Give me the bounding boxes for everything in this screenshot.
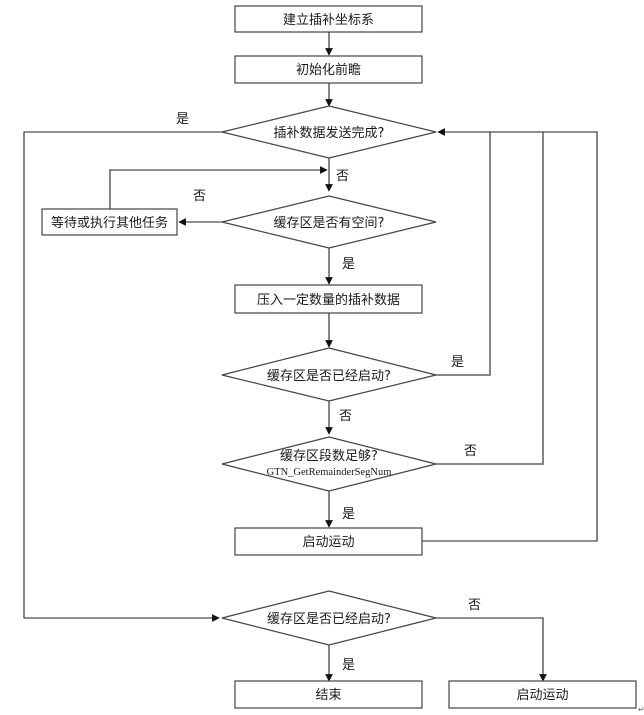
node-label: 启动运动	[302, 535, 354, 550]
label-space-no: 否	[193, 189, 206, 204]
decision-buffer-has-space: 缓存区是否有空间?	[221, 195, 437, 249]
label-segments-yes: 是	[342, 507, 355, 522]
label-space-yes: 是	[342, 257, 355, 272]
decision-buffer-started-2: 缓存区是否已经启动?	[221, 590, 437, 646]
edge-wait-loop	[109, 166, 328, 209]
decision-label: 缓存区是否已经启动?	[267, 612, 391, 627]
edge-complete-yes	[23, 131, 222, 622]
edge-started1-yes	[436, 132, 491, 376]
edge-labels: 是 否 否 是 是 否 否 是 否 是	[176, 112, 481, 673]
node-start-motion-1: 启动运动	[234, 527, 423, 556]
node-label: 等待或执行其他任务	[51, 215, 168, 231]
label-segments-no: 否	[464, 444, 477, 459]
edge-start-motion-loop	[422, 128, 598, 542]
connectors	[23, 32, 598, 682]
node-label: 启动运动	[516, 688, 568, 703]
decision-label: 插补数据发送完成?	[274, 125, 385, 141]
node-setup-coords: 建立插补坐标系	[234, 5, 423, 33]
label-complete-yes: 是	[176, 112, 189, 127]
node-label: 压入一定数量的插补数据	[257, 292, 400, 308]
node-push-data: 压入一定数量的插补数据	[234, 284, 423, 314]
decision-data-sent-complete: 插补数据发送完成?	[221, 105, 437, 159]
decision-segments-enough: 缓存区段数足够? GTN_GetRemainderSegNum	[221, 436, 437, 492]
label-started2-no: 否	[468, 598, 481, 613]
label-started1-yes: 是	[451, 355, 464, 370]
decision-label: 缓存区是否有空间?	[274, 216, 385, 231]
decision-label-line2: GTN_GetRemainderSegNum	[267, 467, 392, 478]
decision-label: 缓存区是否已经启动?	[267, 369, 391, 384]
label-started2-yes: 是	[342, 658, 355, 673]
label-started1-no: 否	[339, 409, 352, 424]
node-wait-or-other: 等待或执行其他任务	[41, 208, 178, 236]
decision-label-line1: 缓存区段数足够?	[280, 449, 378, 464]
node-start-motion-2: 启动运动	[448, 680, 637, 709]
label-complete-no: 否	[336, 169, 349, 184]
node-end: 结束	[234, 680, 423, 709]
paragraph-mark: ↵	[638, 705, 644, 714]
node-label: 初始化前瞻	[296, 62, 361, 78]
node-label: 结束	[315, 688, 341, 703]
edge-segments-no	[436, 132, 544, 465]
node-init-lookahead: 初始化前瞻	[234, 55, 423, 84]
decision-buffer-started-1: 缓存区是否已经启动?	[221, 347, 437, 402]
node-label: 建立插补坐标系	[283, 13, 374, 28]
edge-started2-no	[436, 617, 547, 682]
